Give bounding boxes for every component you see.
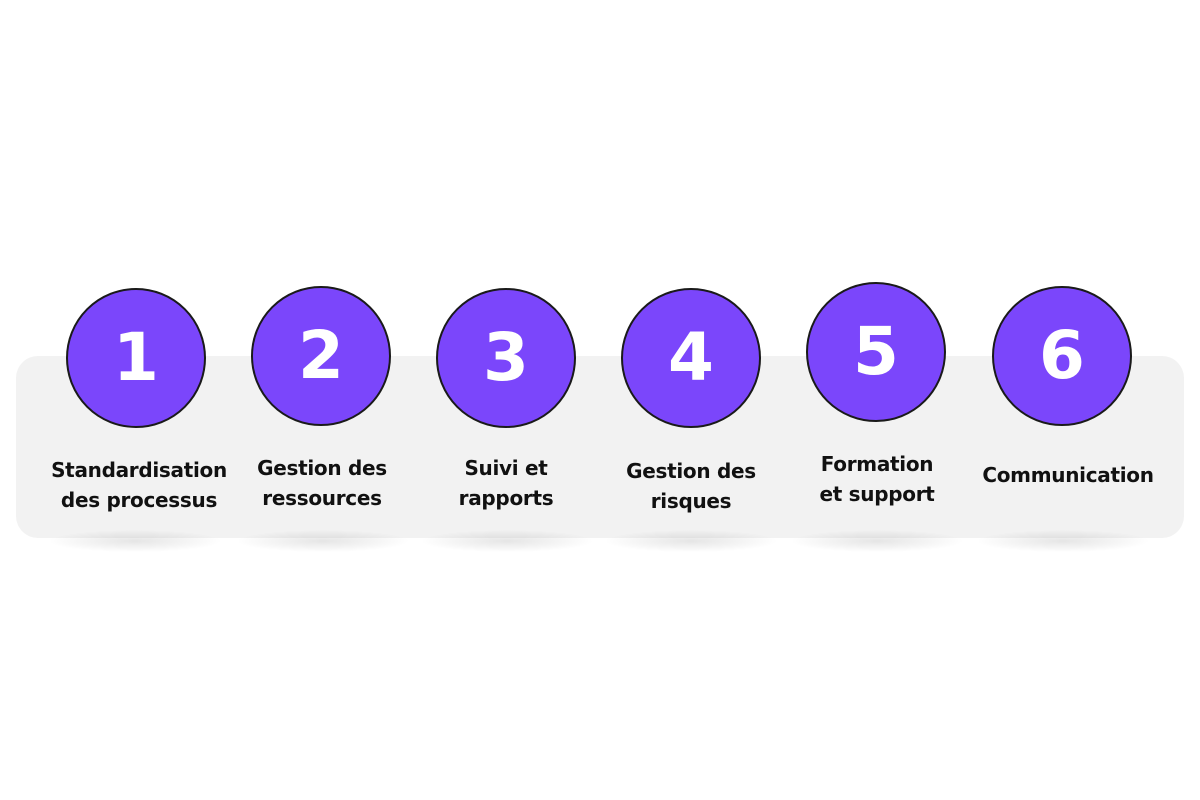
step-label: Communication: [962, 460, 1174, 490]
step-shadow: [238, 530, 408, 552]
step-shadow: [606, 530, 776, 552]
step-number-circle: 4: [621, 288, 761, 428]
step-shadow: [50, 530, 220, 552]
step-number: 5: [853, 313, 899, 390]
step-label: Gestion des risques: [591, 456, 791, 516]
step-shadow: [978, 530, 1148, 552]
steps-band: [16, 356, 1184, 538]
step-label-line: Formation: [820, 452, 934, 476]
step-6: 6 Communication: [0, 0, 1154, 800]
step-2: 2 Gestion des ressources: [0, 0, 391, 800]
step-shadow: [792, 530, 962, 552]
step-label-line: Gestion des: [257, 456, 387, 480]
step-number-circle: 1: [66, 288, 206, 428]
step-label-line: risques: [650, 489, 732, 513]
step-4: 4 Gestion des risques: [0, 0, 761, 800]
step-label: Suivi et rapports: [406, 453, 606, 513]
step-label-line: Suivi et: [464, 456, 548, 480]
step-label-line: Gestion des: [626, 459, 756, 483]
step-number-circle: 6: [992, 286, 1132, 426]
step-number: 4: [668, 319, 714, 396]
step-5: 5 Formation et support: [0, 0, 946, 800]
step-label: Formation et support: [777, 449, 977, 509]
step-1: 1 Standardisation des processus: [0, 0, 227, 800]
step-number-circle: 3: [436, 288, 576, 428]
step-number-circle: 5: [806, 282, 946, 422]
step-label-line: rapports: [458, 486, 554, 510]
step-number: 6: [1039, 317, 1085, 394]
step-number: 2: [298, 317, 344, 394]
step-label-line: ressources: [262, 486, 382, 510]
step-number: 3: [483, 319, 529, 396]
step-shadow: [422, 530, 592, 552]
step-3: 3 Suivi et rapports: [0, 0, 576, 800]
step-number-circle: 2: [251, 286, 391, 426]
step-label-line: des processus: [60, 488, 218, 512]
step-label-line: Communication: [982, 463, 1154, 487]
step-label: Gestion des ressources: [222, 453, 422, 513]
step-number: 1: [113, 319, 159, 396]
step-label: Standardisation des processus: [39, 455, 239, 515]
step-label-line: Standardisation: [51, 458, 227, 482]
step-label-line: et support: [819, 482, 935, 506]
